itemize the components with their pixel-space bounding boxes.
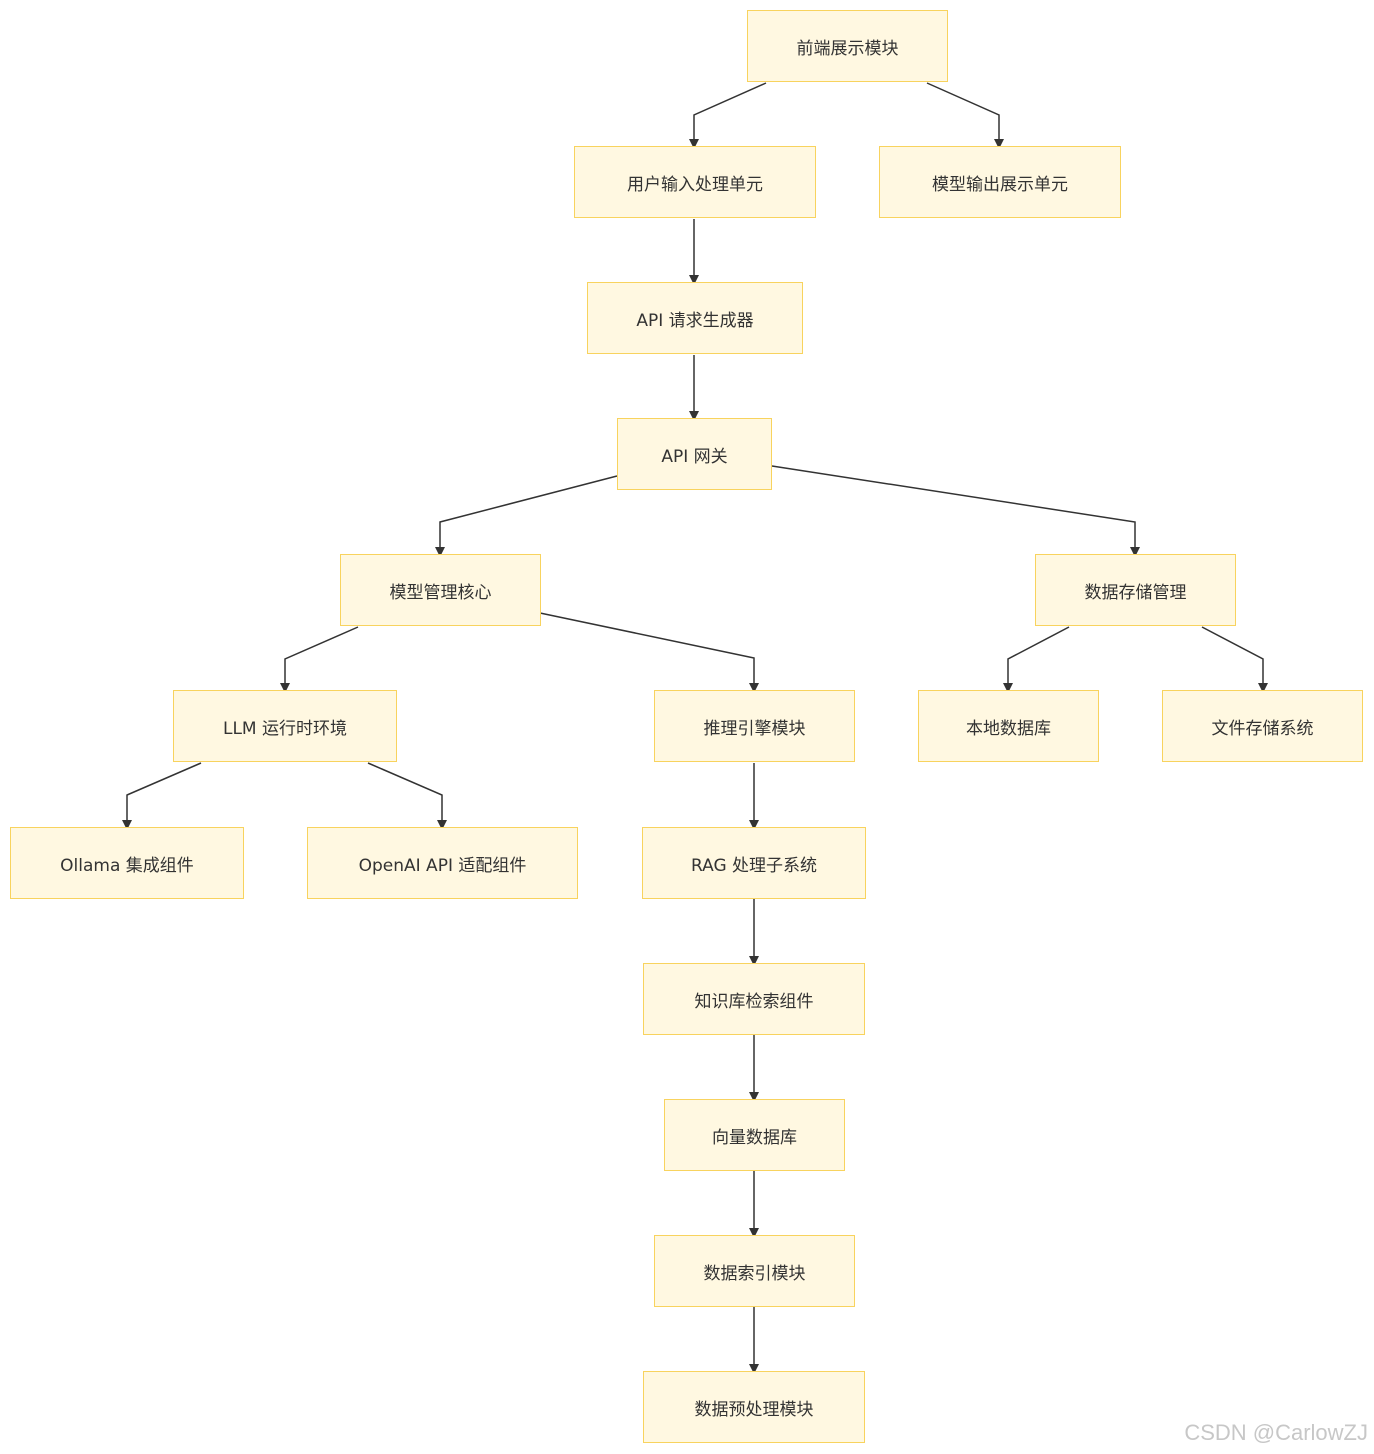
- edge-data-storage-file-storage: [1201, 626, 1268, 693]
- node-llm-runtime: LLM 运行时环境: [173, 690, 397, 762]
- watermark: CSDN @CarlowZJ: [1184, 1420, 1368, 1445]
- node-vector-database: 向量数据库: [664, 1099, 845, 1171]
- node-data-storage-management: 数据存储管理: [1035, 554, 1236, 626]
- node-local-database: 本地数据库: [918, 690, 1099, 762]
- node-data-preprocessing: 数据预处理模块: [643, 1371, 865, 1443]
- node-inference-engine: 推理引擎模块: [654, 690, 855, 762]
- node-rag-subsystem: RAG 处理子系统: [642, 827, 866, 899]
- edge-llm-runtime-openai-adapter: [367, 762, 447, 830]
- edge-model-core-llm-runtime: [280, 626, 359, 693]
- node-openai-api-adapter: OpenAI API 适配组件: [307, 827, 578, 899]
- edge-data-storage-local-db: [1003, 626, 1070, 693]
- node-api-request-generator: API 请求生成器: [587, 282, 803, 354]
- edge-api-gateway-model-core: [435, 475, 618, 557]
- node-model-output-display: 模型输出展示单元: [879, 146, 1121, 218]
- node-user-input-processing: 用户输入处理单元: [574, 146, 816, 218]
- edge-model-core-inference-engine: [539, 612, 759, 693]
- node-model-management-core: 模型管理核心: [340, 554, 541, 626]
- node-api-gateway: API 网关: [617, 418, 772, 490]
- node-knowledge-base-retrieval: 知识库检索组件: [643, 963, 865, 1035]
- edge-frontend-model-output: [926, 82, 1004, 149]
- edge-llm-runtime-ollama: [122, 762, 202, 830]
- edge-api-gateway-data-storage: [771, 465, 1140, 557]
- node-file-storage-system: 文件存储系统: [1162, 690, 1363, 762]
- edge-frontend-user-input: [689, 82, 767, 149]
- node-frontend-display: 前端展示模块: [747, 10, 948, 82]
- node-ollama-integration: Ollama 集成组件: [10, 827, 244, 899]
- node-data-index: 数据索引模块: [654, 1235, 855, 1307]
